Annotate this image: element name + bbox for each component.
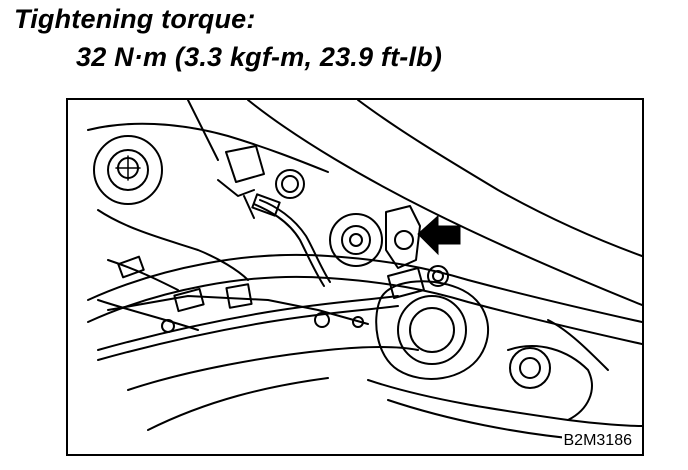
- center-bolt: [329, 213, 383, 267]
- small-bolt-2: [352, 316, 364, 328]
- brake-line-illustration: [87, 100, 642, 441]
- upper-left-bolt: [93, 135, 163, 205]
- bushing: [397, 295, 467, 365]
- body-panel-edge-3: [357, 100, 642, 257]
- figure-code: B2M3186: [561, 432, 634, 450]
- body-panel-edge: [87, 122, 329, 173]
- figure-frame: B2M3186: [66, 98, 644, 456]
- union-bolt: [394, 230, 414, 250]
- union-bolt-bracket: [385, 205, 421, 269]
- lower-fitting-left: [117, 255, 145, 279]
- body-panel-edge-2: [247, 100, 642, 306]
- small-bolt-1: [314, 312, 330, 328]
- heading: Tightening torque:: [14, 4, 256, 34]
- lower-right-bolt: [509, 347, 551, 389]
- indicator-arrow: [417, 214, 461, 256]
- brake-line-lower: [97, 295, 399, 351]
- grommet: [275, 169, 305, 199]
- lower-fitting-mid: [173, 287, 205, 313]
- brake-line-upper: [253, 203, 325, 287]
- lower-fitting-clip: [225, 283, 253, 309]
- knuckle-body: [375, 280, 489, 380]
- brake-hose-bracket: [225, 145, 265, 183]
- line-fitting: [251, 193, 281, 217]
- torque-spec: 32 N·m (3.3 kgf-m, 23.9 ft-lb): [76, 42, 443, 72]
